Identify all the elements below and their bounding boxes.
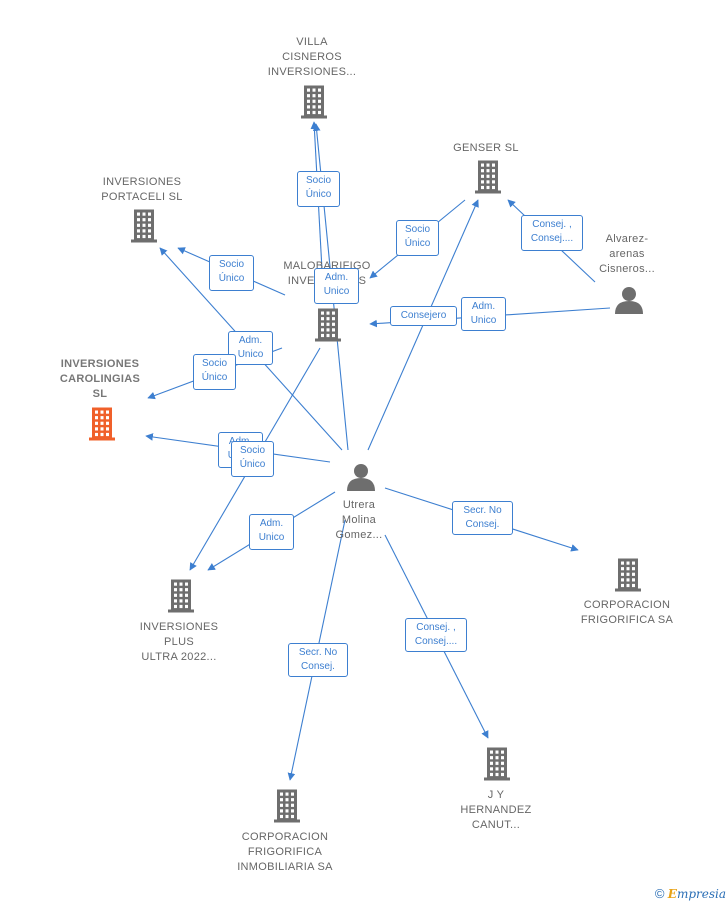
building-icon[interactable] [168,579,194,613]
edge-role-label[interactable]: Consej. , Consej.... [521,215,583,251]
node-label-utrera[interactable]: Utrera Molina Gomez... [335,499,383,541]
node-label-corpfrig[interactable]: CORPORACION FRIGORIFICA SA [580,599,674,626]
node-label-carolingias[interactable]: INVERSIONES CAROLINGIAS SL [59,358,141,400]
node-label-villa[interactable]: VILLA CISNEROS INVERSIONES... [267,36,357,78]
edge-role-label[interactable]: Adm. Unico [249,514,294,550]
person-icon[interactable] [615,287,643,314]
node-label-portaceli[interactable]: INVERSIONES PORTACELI SL [101,176,183,203]
copyright-symbol: © [654,886,665,901]
building-icon[interactable] [274,789,300,823]
edge-role-label[interactable]: Secr. No Consej. [452,501,513,535]
node-label-plus[interactable]: INVERSIONES PLUS ULTRA 2022... [139,621,219,663]
node-label-alvarez[interactable]: Alvarez- arenas Cisneros... [599,233,655,275]
edge-role-label[interactable]: Adm. Unico [228,331,273,365]
edge-role-label[interactable]: Consejero [390,306,457,326]
edge-role-label[interactable]: Socio Único [193,354,236,390]
building-icon[interactable] [131,209,157,243]
edge-role-label[interactable]: Adm. Unico [461,297,506,331]
edge-role-label[interactable]: Consej. , Consej.... [405,618,467,652]
edge-role-label[interactable]: Adm. Unico [314,268,359,304]
building-icon[interactable] [484,747,510,781]
building-icon[interactable] [89,407,115,441]
brand-name: mpresia [676,887,726,901]
building-icon[interactable] [475,160,501,194]
node-label-corpinmo[interactable]: CORPORACION FRIGORIFICA INMOBILIARIA SA [237,831,333,873]
node-label-genser[interactable]: GENSER SL [453,142,519,154]
building-icon[interactable] [301,85,327,119]
edge-role-label[interactable]: Socio Único [396,220,439,256]
person-icon[interactable] [347,464,375,491]
edge-role-label[interactable]: Secr. No Consej. [288,643,348,677]
edge-role-label[interactable]: Socio Único [231,441,274,477]
empresia-watermark: © Empresia [655,886,726,901]
edge-role-label[interactable]: Socio Único [297,171,340,207]
building-icon[interactable] [615,558,641,592]
node-label-jyh[interactable]: J Y HERNANDEZ CANUT... [460,789,532,831]
edge-role-label[interactable]: Socio Único [209,255,254,291]
brand-initial: E [667,887,677,901]
building-icon[interactable] [315,308,341,342]
